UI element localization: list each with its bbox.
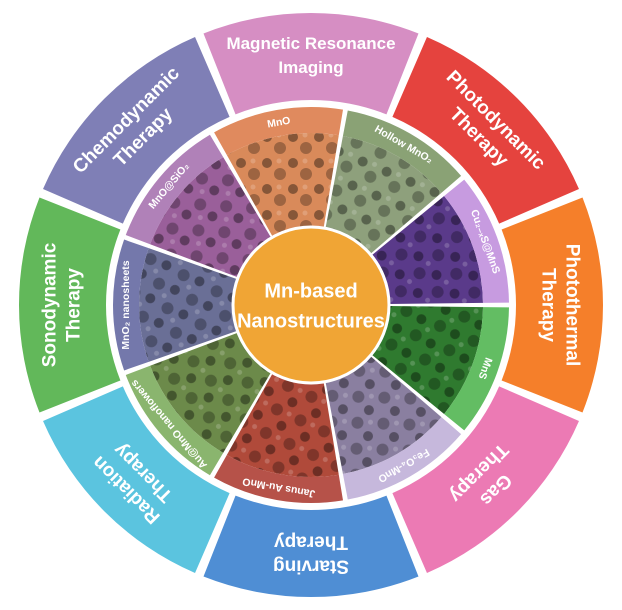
nanostructure-segment-nanosheets: MnO₂ nanosheets [112, 239, 238, 371]
therapy-segment-fill [19, 197, 121, 413]
therapy-segment-fill [203, 12, 419, 115]
nanostructure-label-band [444, 307, 509, 431]
therapy-segment-fill [203, 495, 419, 597]
nanostructure-image [325, 135, 442, 255]
therapy-segment-fill [43, 386, 230, 573]
nanostructure-label-band [214, 107, 343, 156]
center-circle [231, 225, 391, 385]
nanostructure-label-band [444, 179, 509, 303]
center-hub: Mn-based Nanostructures [231, 225, 391, 385]
nanostructure-segment-mno: MnO [214, 107, 343, 237]
therapy-segment-fill [43, 37, 230, 224]
nanostructure-label: MnO [266, 115, 291, 131]
nanostructure-image [150, 332, 272, 453]
therapy-label-line: Imaging [278, 58, 343, 77]
therapy-segment-fill [501, 197, 604, 413]
therapy-segment-starv: Starving Therapy [203, 495, 419, 597]
therapy-segment-fill [392, 37, 579, 224]
nanostructure-segment-mns: MnS [371, 305, 509, 431]
nanostructure-label-band [342, 110, 462, 193]
therapy-label-line: Photothermal [561, 244, 582, 366]
nanostructure-image [150, 157, 272, 278]
nanostructure-image [325, 355, 442, 475]
center-title-line1: Mn-based [264, 280, 357, 302]
center-title-line2: Nanostructures [237, 310, 385, 332]
nanostructure-segment-feo: Fe₃O₄-MnO [325, 355, 462, 500]
nanostructure-image [226, 373, 339, 477]
nanostructure-label-band [214, 454, 343, 503]
therapy-label-line: Therapy [537, 268, 558, 342]
nanostructure-segment-janus: Janus Au-MnO [214, 373, 343, 503]
nanostructure-label: MnO₂ nanosheets [120, 260, 132, 349]
nanostructure-segment-cus: Cu₂₋ₓS@MnS [371, 179, 509, 305]
nanostructure-label-band [112, 239, 149, 371]
therapy-label-line: Starving [273, 555, 349, 576]
therapy-label-line: Therapy [274, 531, 348, 552]
nanostructure-image [226, 133, 339, 237]
therapy-label-line: Magnetic Resonance [226, 34, 395, 53]
nanostructure-label-band [125, 134, 224, 245]
nanostructure-image [371, 305, 483, 414]
therapy-segment-fill [392, 386, 579, 573]
therapy-label-line: Sonodynamic [40, 242, 61, 367]
therapy-label-line: Therapy [64, 268, 85, 342]
nanostructure-image [371, 196, 483, 305]
nanostructure-label-band [342, 417, 462, 500]
nanostructure-image [138, 248, 238, 362]
nanostructure-label-band [125, 365, 224, 476]
